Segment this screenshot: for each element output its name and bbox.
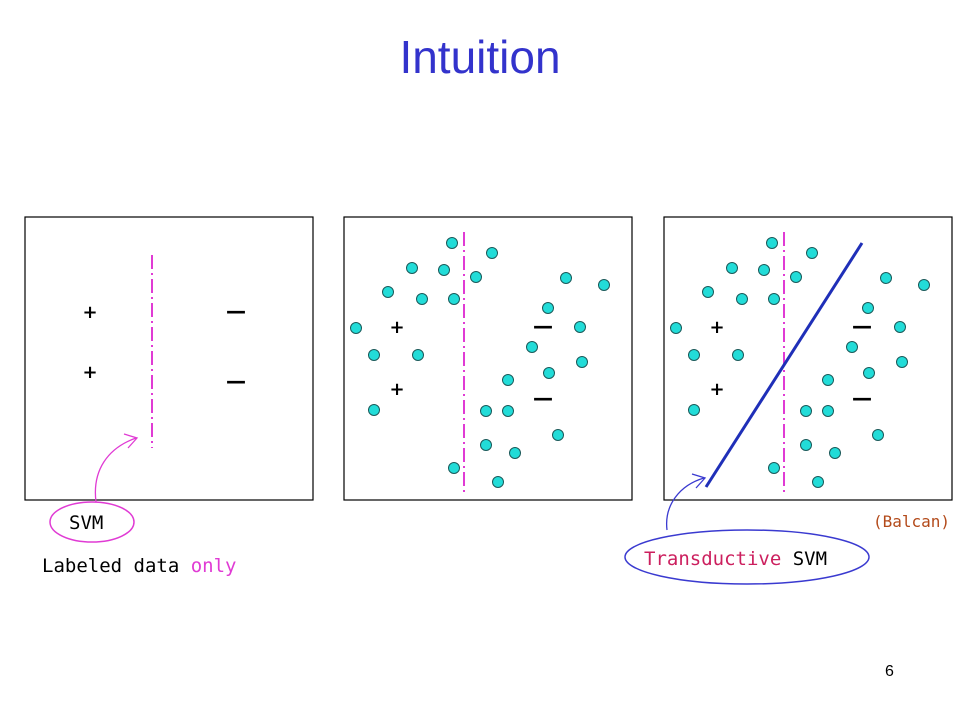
panel-transductive (663, 216, 953, 501)
svm-label: SVM (69, 512, 104, 534)
unlabeled-point (368, 404, 380, 416)
unlabeled-point (872, 429, 884, 441)
unlabeled-point (446, 237, 458, 249)
tsvm-arrow (666, 477, 705, 531)
unlabeled-point (552, 429, 564, 441)
unlabeled-point (812, 476, 824, 488)
unlabeled-point (448, 462, 460, 474)
svm-arrow (94, 437, 137, 503)
unlabeled-point (670, 322, 682, 334)
unlabeled-point (822, 374, 834, 386)
negative-label-marker: — (852, 386, 872, 410)
labeled-data-prefix: Labeled data (42, 555, 191, 577)
negative-label-marker: — (226, 369, 246, 393)
negative-label-marker: — (533, 386, 553, 410)
negative-label-marker: — (852, 314, 872, 338)
transductive-accent: Transductive (644, 548, 782, 570)
unlabeled-point (502, 374, 514, 386)
unlabeled-point (350, 322, 362, 334)
panel-with-unlabeled (343, 216, 633, 501)
unlabeled-point (863, 367, 875, 379)
unlabeled-point (688, 404, 700, 416)
transductive-svm-ellipse (624, 529, 870, 585)
unlabeled-point (918, 279, 930, 291)
negative-label-marker: — (226, 299, 246, 323)
panel-labeled-only (24, 216, 314, 501)
unlabeled-point (880, 272, 892, 284)
unlabeled-point (736, 293, 748, 305)
unlabeled-point (598, 279, 610, 291)
unlabeled-point (368, 349, 380, 361)
unlabeled-point (822, 405, 834, 417)
unlabeled-point (768, 293, 780, 305)
unlabeled-point (576, 356, 588, 368)
negative-label-marker: — (533, 314, 553, 338)
positive-label-marker: + (709, 317, 724, 338)
unlabeled-point (688, 349, 700, 361)
credit-label: (Balcan) (873, 512, 951, 531)
unlabeled-point (800, 439, 812, 451)
page-number: 6 (885, 663, 894, 680)
unlabeled-point (894, 321, 906, 333)
slide-title: Intuition (399, 31, 561, 83)
unlabeled-point (543, 367, 555, 379)
svm-ellipse (49, 501, 135, 543)
unlabeled-point (480, 439, 492, 451)
unlabeled-points (350, 237, 930, 488)
positive-label-marker: + (82, 362, 97, 383)
labeled-data-only-label: Labeled data only (42, 555, 236, 577)
unlabeled-point (800, 405, 812, 417)
unlabeled-point (406, 262, 418, 274)
unlabeled-point (846, 341, 858, 353)
unlabeled-point (732, 349, 744, 361)
transductive-rest: SVM (781, 548, 828, 570)
positive-label-marker: + (389, 317, 404, 338)
unlabeled-point (766, 237, 778, 249)
tsvm-arrowhead (691, 473, 707, 489)
positive-label-marker: + (82, 302, 97, 323)
unlabeled-point (486, 247, 498, 259)
unlabeled-point (790, 271, 802, 283)
unlabeled-point (492, 476, 504, 488)
unlabeled-point (448, 293, 460, 305)
unlabeled-point (560, 272, 572, 284)
unlabeled-point (806, 247, 818, 259)
unlabeled-point (509, 447, 521, 459)
unlabeled-point (416, 293, 428, 305)
unlabeled-point (412, 349, 424, 361)
unlabeled-point (470, 271, 482, 283)
unlabeled-point (726, 262, 738, 274)
svm-arrowhead (123, 433, 139, 449)
unlabeled-point (829, 447, 841, 459)
unlabeled-point (758, 264, 770, 276)
unlabeled-point (502, 405, 514, 417)
labeled-data-accent: only (190, 555, 237, 577)
unlabeled-point (702, 286, 714, 298)
positive-label-marker: + (709, 379, 724, 400)
unlabeled-point (382, 286, 394, 298)
unlabeled-point (480, 405, 492, 417)
unlabeled-point (862, 302, 874, 314)
transductive-boundary (704, 242, 864, 488)
unlabeled-point (896, 356, 908, 368)
unlabeled-point (768, 462, 780, 474)
unlabeled-point (438, 264, 450, 276)
class-markers: + + — — + + — — + + — — (82, 299, 872, 410)
unlabeled-point (526, 341, 538, 353)
positive-label-marker: + (389, 379, 404, 400)
unlabeled-point (574, 321, 586, 333)
unlabeled-point (542, 302, 554, 314)
transductive-svm-label: Transductive SVM (644, 548, 827, 570)
